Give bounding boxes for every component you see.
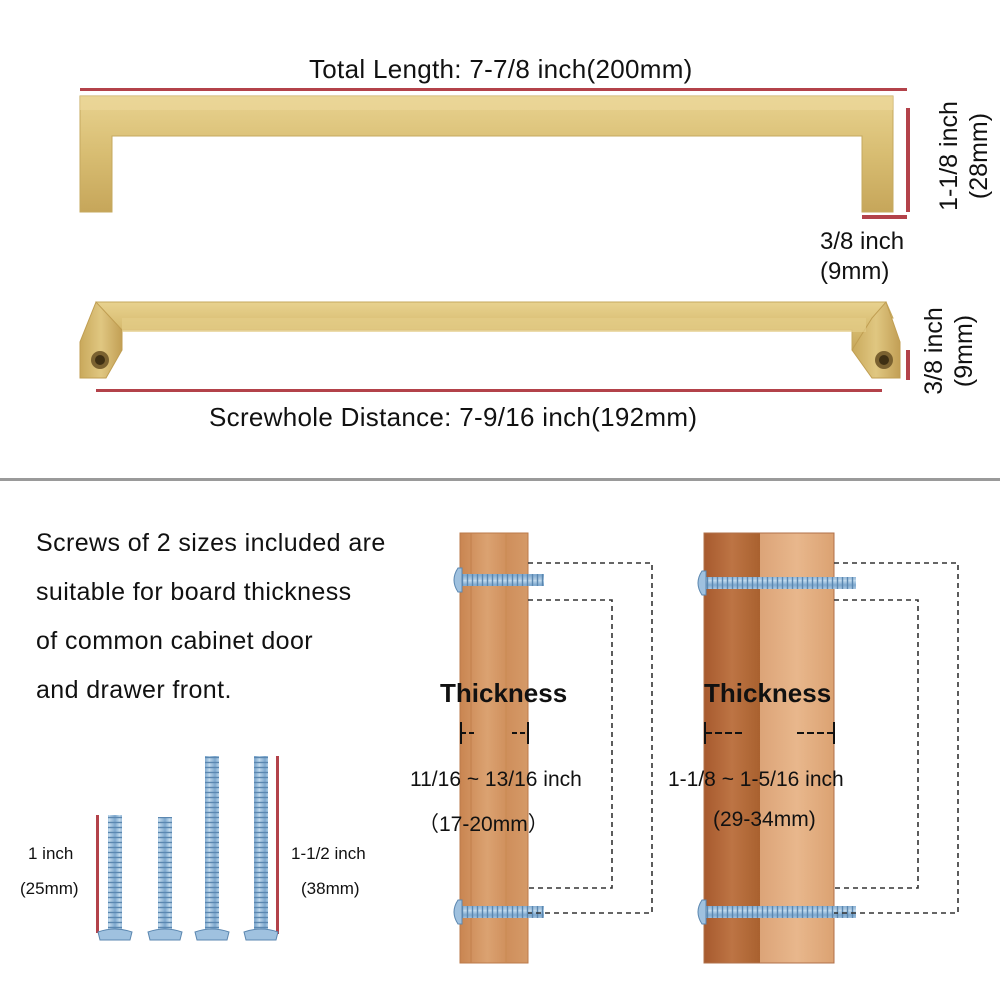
thin-board-thickness-title: Thickness — [440, 678, 568, 708]
handle-front-view — [79, 88, 910, 219]
long-screw-mm-label: (38mm) — [301, 879, 360, 898]
height-mm-label: (28mm) — [965, 112, 993, 200]
thin-board-diagram — [453, 532, 653, 964]
leg-width-line — [862, 215, 907, 219]
description-line-2: suitable for board thickness — [36, 578, 352, 606]
thick-board-thickness-title: Thickness — [704, 678, 832, 708]
thin-board-mm-label: （17-20mm） — [418, 813, 549, 836]
screw-set — [96, 756, 279, 941]
height-line — [906, 108, 910, 212]
description-line-3: of common cabinet door — [36, 627, 314, 655]
height-inch-label: 1-1/8 inch — [935, 101, 963, 211]
depth-mm-label: (9mm) — [950, 314, 978, 388]
thin-board-range-label: 11/16 ~ 13/16 inch — [410, 768, 582, 791]
description-line-4: and drawer front. — [36, 676, 232, 704]
leg-width-inch-label: 3/8 inch — [820, 228, 905, 255]
short-screw-length-line — [96, 815, 99, 933]
leg-width-mm-label: (9mm) — [820, 258, 890, 285]
section-divider — [0, 478, 1000, 481]
total-length-label: Total Length: 7-7/8 inch(200mm) — [309, 54, 693, 84]
screwhole-distance-line — [96, 389, 882, 392]
thick-board-diagram — [697, 532, 959, 964]
thick-board-mm-label: (29-34mm) — [713, 808, 816, 831]
screwhole-distance-label: Screwhole Distance: 7-9/16 inch(192mm) — [209, 402, 698, 432]
short-screw-mm-label: (25mm) — [20, 879, 79, 898]
long-screw-length-line — [276, 756, 279, 934]
description-line-1: Screws of 2 sizes included are — [36, 529, 386, 557]
long-screw-inch-label: 1-1/2 inch — [291, 844, 366, 863]
total-length-line — [80, 88, 907, 91]
depth-line — [906, 350, 910, 380]
depth-inch-label: 3/8 inch — [920, 307, 948, 395]
thick-board-range-label: 1-1/8 ~ 1-5/16 inch — [668, 768, 844, 791]
short-screw-inch-label: 1 inch — [28, 844, 74, 863]
handle-side-view — [79, 301, 910, 392]
